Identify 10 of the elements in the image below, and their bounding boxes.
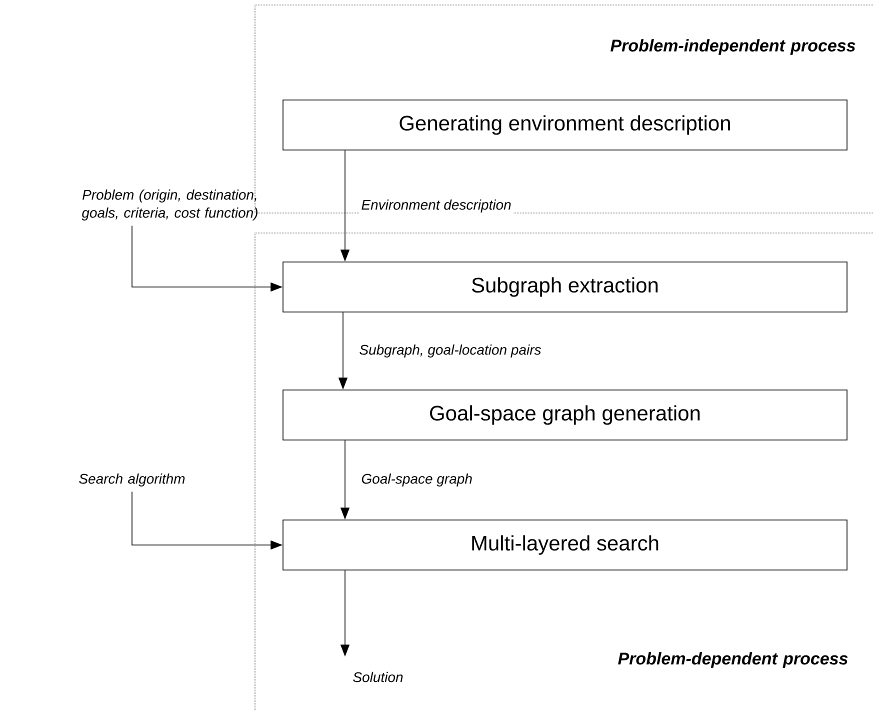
process-box: Subgraph extraction	[282, 262, 848, 312]
edge-label: Environment description	[359, 197, 514, 215]
process-box: Multi-layered search	[282, 520, 848, 570]
input-label: Problem (origin, destination, goals, criteria, cost function)	[82, 189, 258, 221]
process-box: Goal-space graph generation	[282, 390, 848, 440]
edge-label: Goal-space graph	[359, 471, 474, 489]
edge-label: Subgraph, goal-location pairs	[357, 342, 544, 360]
process-box: Generating environment description	[282, 100, 848, 150]
input-label: Search algorithm	[79, 473, 185, 487]
input-label: Solution	[353, 672, 403, 682]
